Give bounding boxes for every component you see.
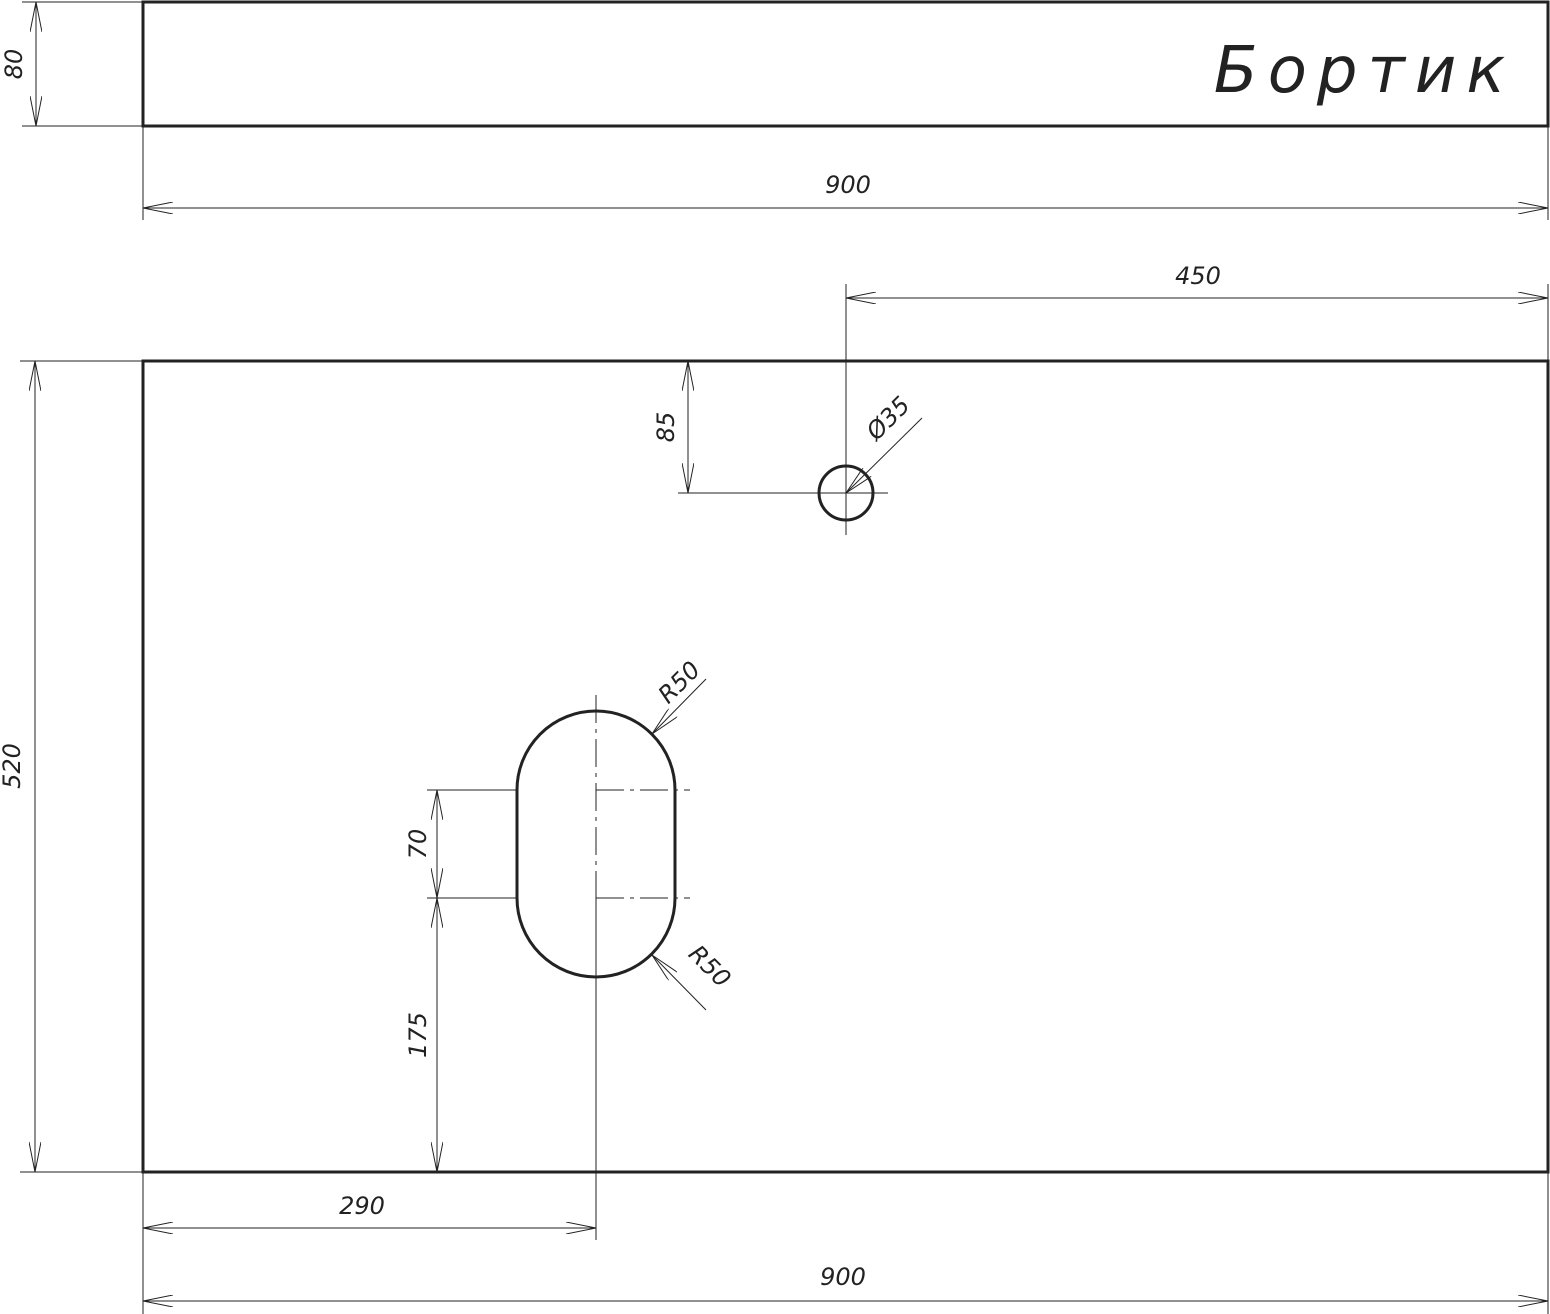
- slot-radius-bottom-label: R50: [683, 940, 736, 993]
- bortik-height-label: 80: [0, 49, 28, 80]
- bortik-title: Бортик: [1214, 34, 1515, 108]
- bortik-view: Бортик 80 900: [0, 0, 1550, 220]
- depth-label: 520: [0, 743, 26, 789]
- bortik-outline: [141, 0, 1550, 128]
- hole-offset-top-label: 85: [652, 412, 680, 443]
- top-width-label: 900: [820, 1263, 866, 1291]
- hole-offset-right-label: 450: [1175, 262, 1221, 290]
- slot-straight-label: 70: [404, 829, 432, 860]
- slot-radius-top-leader: [652, 678, 707, 734]
- hole-diameter-label: Ø35: [860, 391, 915, 446]
- slot-offset-bottom-label: 175: [404, 1012, 432, 1058]
- slot-radius-top-label: R50: [653, 656, 706, 709]
- slot-offset-left-label: 290: [339, 1192, 385, 1220]
- slot-radius-bottom-leader: [652, 955, 707, 1011]
- hole-diameter-leader: [846, 417, 923, 493]
- countertop-view: 450 Ø35 85 520 70 175 R50 R50: [0, 262, 1550, 1314]
- bortik-width-label: 900: [825, 171, 871, 199]
